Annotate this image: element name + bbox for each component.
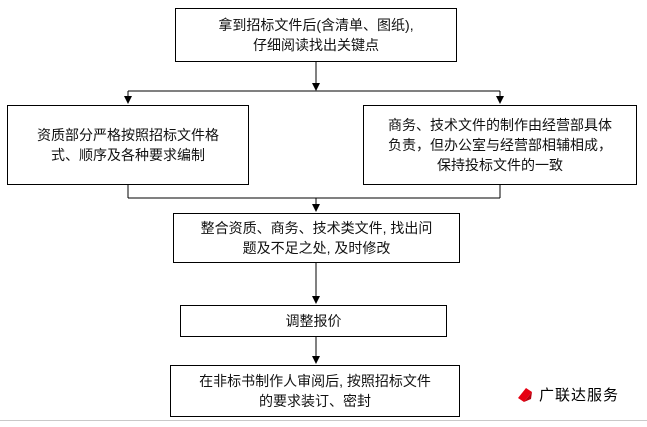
flow-node-adjust-label: 调整报价 [285, 312, 342, 329]
flow-node-integrate-label: 整合资质、商务、技术类文件, 找出问 题及不足之处, 及时修改 [200, 219, 433, 256]
flow-node-start-label: 拿到招标文件后(含清单、图纸), 仔细阅读找出关键点 [218, 16, 414, 53]
flow-node-integrate: 整合资质、商务、技术类文件, 找出问 题及不足之处, 及时修改 [173, 213, 460, 263]
flow-node-business-label: 商务、技术文件的制作由经营部具体 负责，但办公室与经营部相辅相成， 保持投标文件… [388, 116, 612, 174]
flow-node-start: 拿到招标文件后(含清单、图纸), 仔细阅读找出关键点 [175, 8, 457, 62]
bottom-divider [0, 420, 647, 421]
flow-node-qualification-label: 资质部分严格按照招标文件格 式、顺序及各种要求编制 [37, 126, 219, 163]
brand-watermark: 广联达服务 [516, 384, 619, 405]
brand-label: 广联达服务 [539, 387, 620, 404]
flow-node-final-label: 在非标书制作人审阅后, 按照招标文件 的要求装订、密封 [199, 372, 431, 409]
flow-node-business: 商务、技术文件的制作由经营部具体 负责，但办公室与经营部相辅相成， 保持投标文件… [363, 105, 637, 185]
arrowhead-icon [312, 204, 320, 212]
split-connector [124, 62, 504, 104]
integrate-to-adjust-connector [312, 263, 320, 304]
adjust-to-final-connector [312, 337, 320, 364]
flow-node-qualification: 资质部分严格按照招标文件格 式、顺序及各种要求编制 [7, 105, 249, 185]
flow-node-adjust: 调整报价 [180, 305, 447, 337]
arrowhead-icon [124, 96, 132, 104]
arrowhead-icon [312, 83, 320, 91]
flow-node-final: 在非标书制作人审阅后, 按照招标文件 的要求装订、密封 [170, 365, 460, 417]
glodon-logo-icon [518, 387, 532, 402]
arrowhead-icon [496, 96, 504, 104]
arrowhead-icon [312, 356, 320, 364]
merge-connector [127, 185, 501, 212]
arrowhead-icon [312, 296, 320, 304]
